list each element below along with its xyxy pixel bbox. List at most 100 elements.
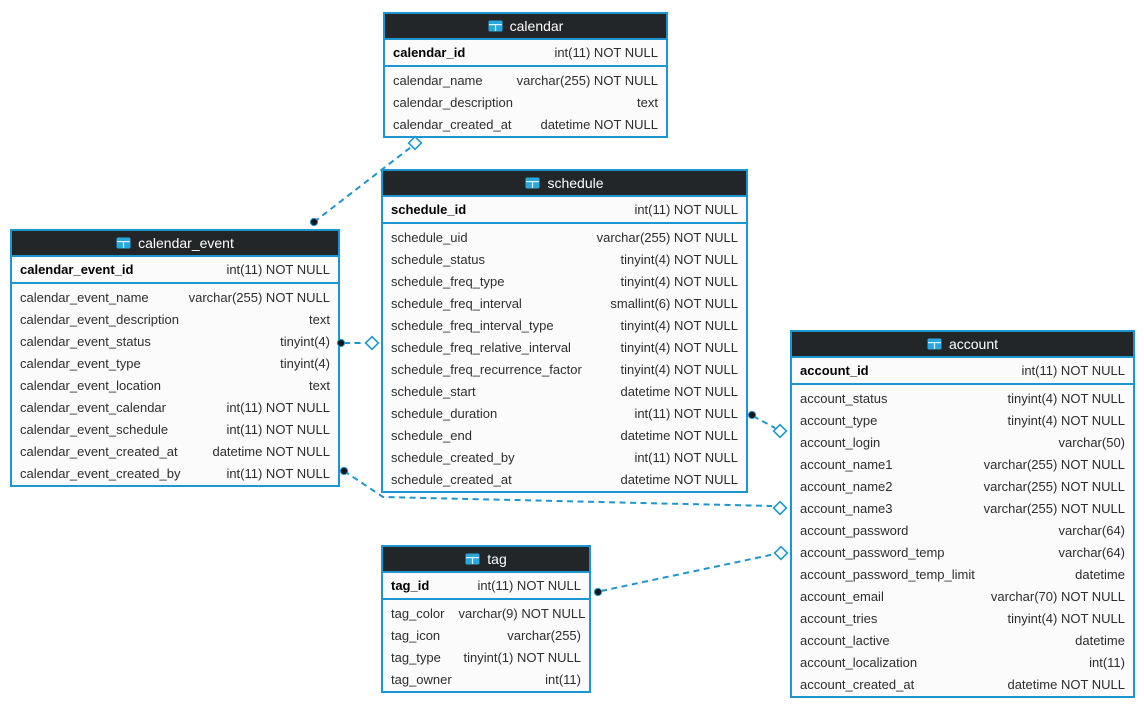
table-header[interactable]: calendar_event xyxy=(12,231,338,257)
relation-calendar_event-to-calendar[interactable] xyxy=(309,135,423,227)
table-icon xyxy=(927,338,942,350)
pk-field-row[interactable]: account_id int(11) NOT NULL xyxy=(792,358,1133,385)
field-type: tinyint(4) NOT NULL xyxy=(620,339,738,355)
field-name: calendar_created_at xyxy=(393,116,512,132)
field-type: int(11) NOT NULL xyxy=(226,262,330,277)
field-name: schedule_start xyxy=(391,383,476,399)
field-name: account_login xyxy=(800,434,881,450)
dot-marker xyxy=(593,587,603,597)
field-name: schedule_status xyxy=(391,251,485,267)
field-name: schedule_freq_interval_type xyxy=(391,317,554,333)
entity-table-calendar[interactable]: calendar calendar_id int(11) NOT NULL ca… xyxy=(383,12,668,138)
field-row[interactable]: account_login varchar(50) xyxy=(792,431,1133,453)
relation-calendar_event-to-schedule[interactable] xyxy=(336,335,380,351)
field-name: account_localization xyxy=(800,654,918,670)
table-title: account xyxy=(948,336,999,352)
field-type: varchar(255) xyxy=(507,627,581,643)
table-header[interactable]: schedule xyxy=(383,171,746,197)
entity-table-calendar_event[interactable]: calendar_event calendar_event_id int(11)… xyxy=(10,229,340,487)
relation-calendar_event-to-account[interactable] xyxy=(339,466,788,516)
field-type: smallint(6) NOT NULL xyxy=(610,295,738,311)
field-type: tinyint(4) NOT NULL xyxy=(1007,390,1125,406)
field-type: varchar(70) NOT NULL xyxy=(990,588,1125,604)
field-name: account_type xyxy=(800,412,878,428)
open-diamond-marker xyxy=(364,335,380,351)
table-icon xyxy=(116,237,131,249)
field-type: datetime xyxy=(1075,566,1125,582)
pk-field-row[interactable]: schedule_id int(11) NOT NULL xyxy=(383,197,746,224)
field-type: varchar(50) xyxy=(1058,434,1125,450)
field-type: int(11) NOT NULL xyxy=(226,399,330,415)
pk-field-row[interactable]: calendar_event_id int(11) NOT NULL xyxy=(12,257,338,284)
field-name: account_email xyxy=(800,588,884,604)
open-diamond-marker xyxy=(407,135,423,151)
relation-schedule-to-account[interactable] xyxy=(747,410,788,439)
entity-table-account[interactable]: account account_id int(11) NOT NULL acco… xyxy=(790,330,1135,698)
field-row[interactable]: calendar_event_status tinyint(4) xyxy=(12,330,338,352)
pk-field-row[interactable]: calendar_id int(11) NOT NULL xyxy=(385,40,666,67)
table-header[interactable]: tag xyxy=(383,547,589,573)
field-type: int(11) NOT NULL xyxy=(477,578,581,593)
field-name: calendar_event_status xyxy=(20,333,151,349)
field-type: tinyint(4) xyxy=(280,333,330,349)
field-name: calendar_event_description xyxy=(20,311,179,327)
field-row[interactable]: account_email varchar(70) NOT NULL xyxy=(792,585,1133,607)
table-header[interactable]: calendar xyxy=(385,14,666,40)
field-name: schedule_end xyxy=(391,427,472,443)
relation-tag-to-account[interactable] xyxy=(593,545,789,597)
field-type: text xyxy=(309,377,330,393)
entity-table-schedule[interactable]: schedule schedule_id int(11) NOT NULL sc… xyxy=(381,169,748,493)
pk-field-row[interactable]: tag_id int(11) NOT NULL xyxy=(383,573,589,600)
field-name: tag_color xyxy=(391,605,445,621)
field-type: int(11) NOT NULL xyxy=(634,449,738,465)
dot-marker xyxy=(336,338,346,348)
field-name: account_created_at xyxy=(800,676,915,692)
field-type: text xyxy=(637,94,658,110)
field-type: datetime NOT NULL xyxy=(540,116,658,132)
dot-marker xyxy=(339,466,349,476)
field-row[interactable]: calendar_created_at datetime NOT NULL xyxy=(385,113,666,135)
table-header[interactable]: account xyxy=(792,332,1133,358)
